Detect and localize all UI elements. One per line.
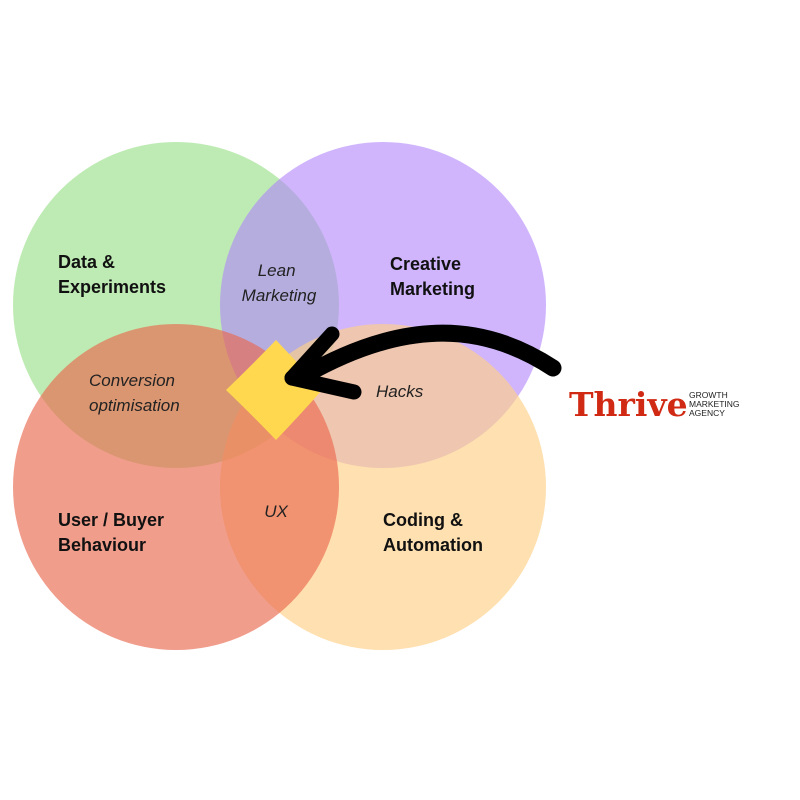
label-coding-line2: Automation xyxy=(383,535,483,555)
label-lean-line1: Lean xyxy=(258,261,296,280)
label-conversion-optimisation: Conversion optimisation xyxy=(89,371,180,415)
label-data-line1: Data & xyxy=(58,252,115,272)
logo-tagline: GROWTH MARKETING AGENCY xyxy=(689,390,742,418)
label-coding-automation: Coding & Automation xyxy=(383,510,483,555)
logo-wordmark: Thrive xyxy=(569,385,688,424)
label-coding-line1: Coding & xyxy=(383,510,463,530)
label-data-line2: Experiments xyxy=(58,277,166,297)
label-user-line1: User / Buyer xyxy=(58,510,164,530)
label-conversion-line2: optimisation xyxy=(89,396,180,415)
label-conversion-line1: Conversion xyxy=(89,371,175,390)
label-user-buyer: User / Buyer Behaviour xyxy=(58,510,169,555)
thrive-logo: Thrive GROWTH MARKETING AGENCY xyxy=(569,385,742,424)
logo-tagline-line2: MARKETING xyxy=(689,399,740,409)
label-creative-line2: Marketing xyxy=(390,279,475,299)
label-lean-marketing: Lean Marketing xyxy=(242,261,317,305)
logo-tagline-line1: GROWTH xyxy=(689,390,728,400)
arrow-head-lower xyxy=(284,370,362,400)
label-user-line2: Behaviour xyxy=(58,535,146,555)
label-lean-line2: Marketing xyxy=(242,286,317,305)
label-creative-marketing: Creative Marketing xyxy=(390,254,475,299)
label-creative-line1: Creative xyxy=(390,254,461,274)
arrow-shaft xyxy=(291,324,562,387)
label-hacks: Hacks xyxy=(376,382,424,401)
logo-tagline-line3: AGENCY xyxy=(689,408,725,418)
label-ux: UX xyxy=(264,502,288,521)
arrow-head-upper xyxy=(284,326,340,386)
label-data-experiments: Data & Experiments xyxy=(58,252,166,297)
